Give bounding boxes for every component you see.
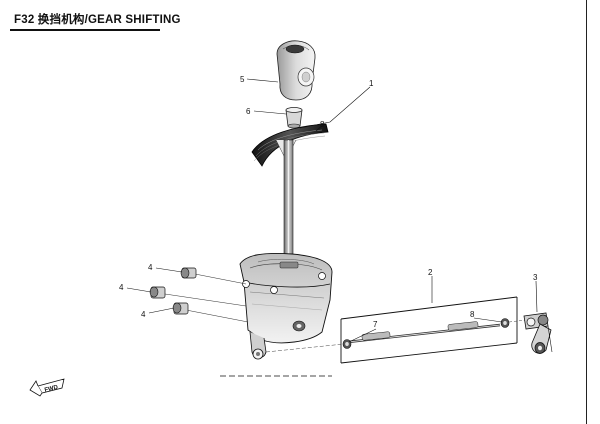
flange-bolt-bottom <box>172 302 249 323</box>
callout-4-top: 4 <box>148 263 153 272</box>
shift-lever-rod <box>283 139 294 271</box>
cable-nut-right <box>500 318 527 328</box>
fwd-direction-arrow: FWD <box>29 378 65 397</box>
shift-lever-housing <box>239 253 333 360</box>
fwd-label: FWD <box>44 384 59 393</box>
callout-8: 8 <box>470 310 475 319</box>
page-title: F32 换挡机构/GEAR SHIFTING <box>14 14 181 26</box>
callout-5: 5 <box>240 75 245 84</box>
title-underline <box>10 29 160 31</box>
callout-3: 3 <box>533 273 538 282</box>
callout-2: 2 <box>428 268 433 277</box>
callout-6: 6 <box>246 107 251 116</box>
shift-cable-assembly <box>265 296 518 364</box>
shift-knob <box>276 40 316 101</box>
callout-7: 7 <box>373 320 378 329</box>
callout-1: 1 <box>369 79 374 88</box>
flange-bolt-top <box>180 267 247 285</box>
callout-4-middle: 4 <box>119 283 124 292</box>
callout-4-bottom: 4 <box>141 310 146 319</box>
shift-rocker-arm <box>523 312 553 354</box>
knob-adapter-nut <box>285 107 303 129</box>
page-border-right <box>586 0 587 424</box>
flange-bolt-middle <box>149 286 247 307</box>
callout-9: 8 <box>320 120 325 129</box>
cable-nut-left <box>342 339 352 349</box>
leader-lines <box>126 78 538 343</box>
